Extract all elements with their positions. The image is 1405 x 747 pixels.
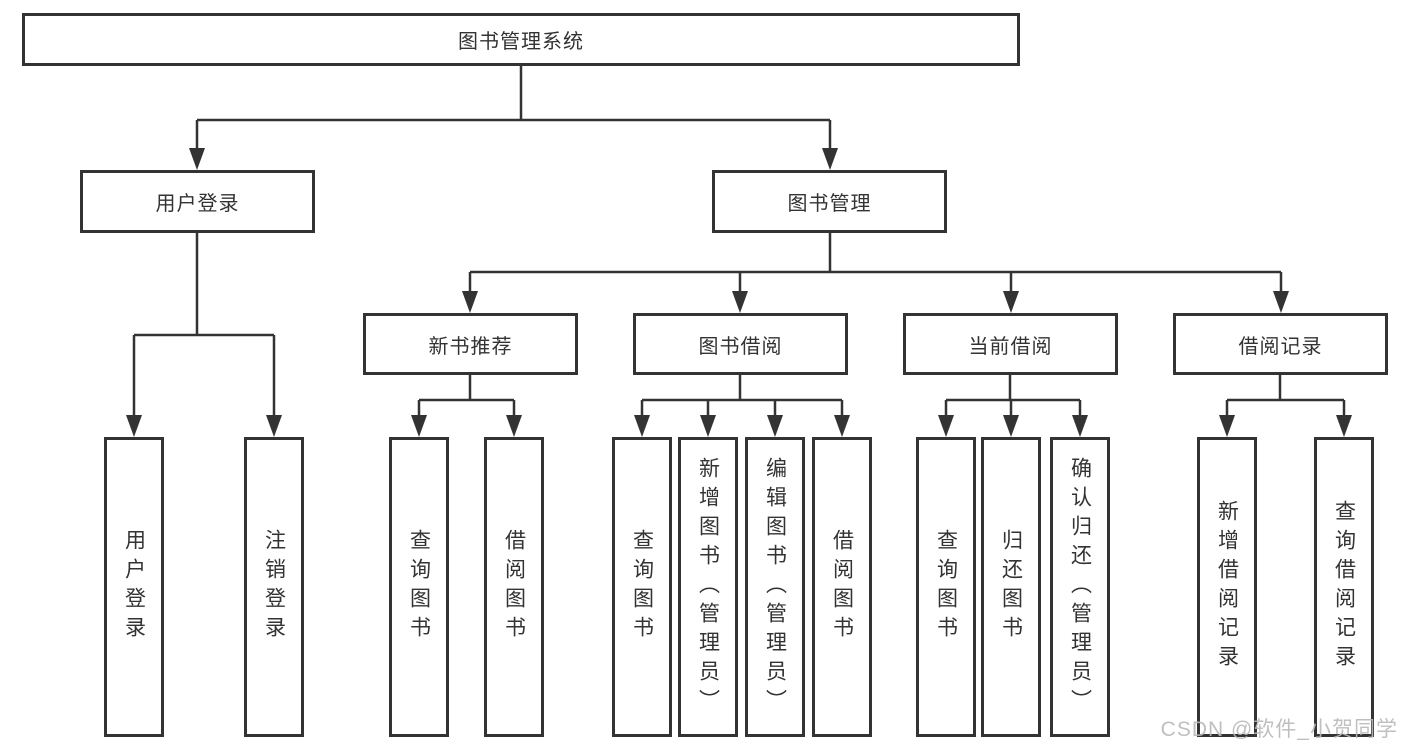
leaf-borrowing-query-books-label: 查询图书	[630, 529, 654, 645]
leaf-current-return-books-label: 归还图书	[999, 529, 1023, 645]
node-borrowing-records-label: 借阅记录	[1238, 335, 1323, 358]
leaf-records-query-record-label: 查询借阅记录	[1332, 500, 1356, 674]
leaf-borrowing-edit-books-admin-label: 编辑图书（管理员）	[763, 456, 787, 718]
leaf-borrowing-borrow-books-label: 借阅图书	[830, 529, 854, 645]
leaf-records-add-record-label: 新增借阅记录	[1215, 500, 1239, 674]
leaf-borrowing-borrow-books: 借阅图书	[812, 437, 872, 737]
node-new-book-recommend: 新书推荐	[363, 313, 578, 375]
leaf-user-login-label: 用户登录	[122, 529, 146, 645]
leaf-borrowing-add-books-admin: 新增图书（管理员）	[678, 437, 738, 737]
leaf-borrowing-add-books-admin-label: 新增图书（管理员）	[696, 456, 720, 718]
connector-paths	[132, 66, 1346, 419]
leaf-recommend-borrow-books: 借阅图书	[484, 437, 544, 737]
leaf-recommend-borrow-books-label: 借阅图书	[502, 529, 526, 645]
leaf-current-query-books-label: 查询图书	[934, 529, 958, 645]
node-user-login-label: 用户登录	[155, 193, 240, 215]
leaf-borrowing-query-books: 查询图书	[612, 437, 672, 737]
leaf-current-return-books: 归还图书	[981, 437, 1041, 737]
node-new-book-recommend-label: 新书推荐	[428, 335, 513, 358]
watermark: CSDN @软件_小贺同学	[1160, 718, 1398, 741]
node-user-login: 用户登录	[80, 170, 315, 233]
leaf-recommend-query-books: 查询图书	[389, 437, 449, 737]
leaf-current-confirm-return-admin-label: 确认归还（管理员）	[1068, 456, 1092, 718]
node-borrowing-records: 借阅记录	[1173, 313, 1388, 375]
leaf-borrowing-edit-books-admin: 编辑图书（管理员）	[745, 437, 805, 737]
leaf-records-add-record: 新增借阅记录	[1197, 437, 1257, 737]
leaf-current-query-books: 查询图书	[916, 437, 976, 737]
leaf-recommend-query-books-label: 查询图书	[407, 529, 431, 645]
node-library-management-system: 图书管理系统	[22, 13, 1020, 66]
leaf-records-query-record: 查询借阅记录	[1314, 437, 1374, 737]
node-book-management: 图书管理	[712, 170, 947, 233]
node-book-borrowing: 图书借阅	[633, 313, 848, 375]
leaf-current-confirm-return-admin: 确认归还（管理员）	[1050, 437, 1110, 737]
leaf-user-login: 用户登录	[104, 437, 164, 737]
node-current-borrowing: 当前借阅	[903, 313, 1118, 375]
leaf-logout: 注销登录	[244, 437, 304, 737]
node-book-borrowing-label: 图书借阅	[698, 335, 783, 358]
node-library-management-system-label: 图书管理系统	[458, 31, 584, 53]
arrowheads	[126, 148, 1352, 437]
leaf-logout-label: 注销登录	[262, 529, 286, 645]
node-current-borrowing-label: 当前借阅	[968, 335, 1053, 358]
node-book-management-label: 图书管理	[787, 193, 872, 215]
